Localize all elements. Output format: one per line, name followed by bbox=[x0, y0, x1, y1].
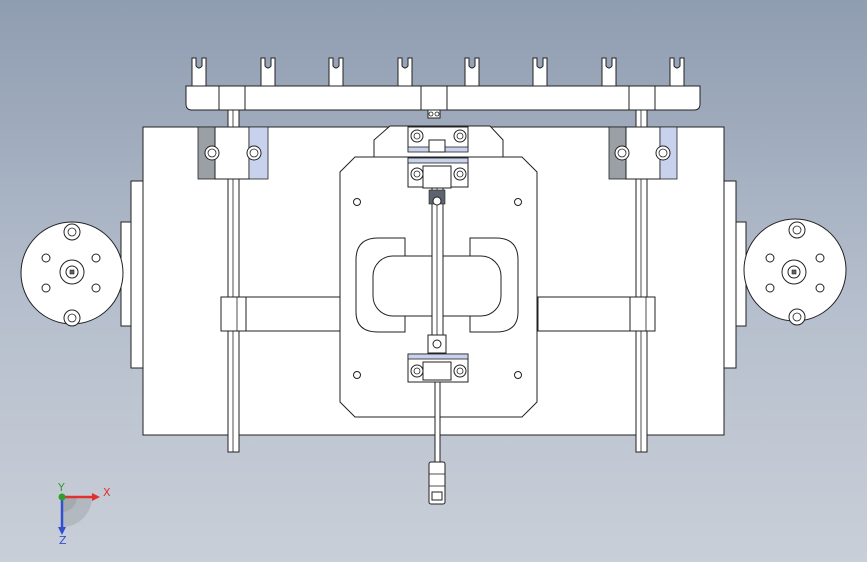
left-shaft-collar bbox=[220, 296, 247, 332]
mount-hole bbox=[514, 371, 522, 379]
y-axis-label: Y bbox=[57, 481, 65, 494]
right-rod-clamp bbox=[608, 126, 678, 180]
right-motor bbox=[743, 218, 847, 326]
lower-rod-bracket bbox=[407, 334, 469, 383]
comb-tooth bbox=[464, 57, 480, 87]
x-axis-arrowhead bbox=[92, 493, 100, 501]
left-rod-clamp bbox=[197, 126, 269, 180]
mount-hole bbox=[353, 198, 361, 206]
comb-tooth bbox=[260, 57, 276, 87]
comb-tooth bbox=[601, 57, 617, 87]
mount-hole bbox=[353, 371, 361, 379]
comb-tooth bbox=[191, 57, 207, 87]
lower-rod bbox=[434, 377, 441, 463]
comb-tooth bbox=[328, 57, 344, 87]
comb-tooth bbox=[669, 57, 685, 87]
right-side-block bbox=[723, 180, 737, 369]
coordinate-triad[interactable]: X Y Z bbox=[57, 481, 111, 547]
left-motor bbox=[20, 221, 124, 327]
top-comb-bar bbox=[185, 57, 701, 119]
left-side-block bbox=[130, 180, 144, 369]
left-cross-shaft bbox=[245, 296, 343, 332]
z-axis-arrowhead bbox=[58, 527, 66, 535]
right-cross-shaft bbox=[537, 296, 635, 332]
comb-tooth bbox=[397, 57, 413, 87]
z-axis-label: Z bbox=[59, 534, 67, 547]
mount-hole bbox=[514, 198, 522, 206]
right-shaft-collar bbox=[629, 296, 656, 332]
comb-tooth bbox=[532, 57, 548, 87]
y-axis-dot bbox=[58, 493, 66, 501]
upper-rod-bracket bbox=[407, 126, 469, 206]
x-axis-label: X bbox=[103, 486, 111, 499]
